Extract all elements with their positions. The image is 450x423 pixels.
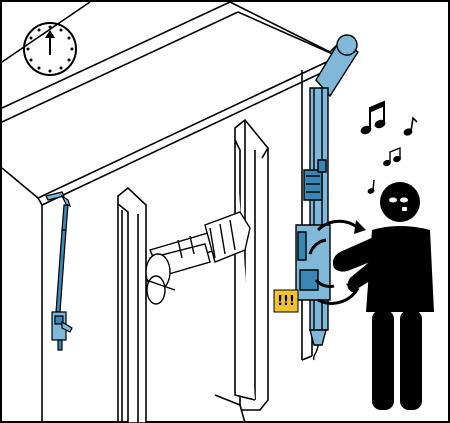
music-note-icon	[360, 102, 417, 194]
lift-arm	[296, 35, 358, 360]
clock-icon	[24, 23, 76, 75]
warning-sign-icon: !!!	[274, 290, 298, 312]
left-post	[118, 188, 146, 423]
warning-label: !!!	[277, 294, 295, 309]
latch-rod	[46, 192, 72, 350]
person-icon	[333, 182, 434, 410]
right-post	[215, 120, 268, 423]
